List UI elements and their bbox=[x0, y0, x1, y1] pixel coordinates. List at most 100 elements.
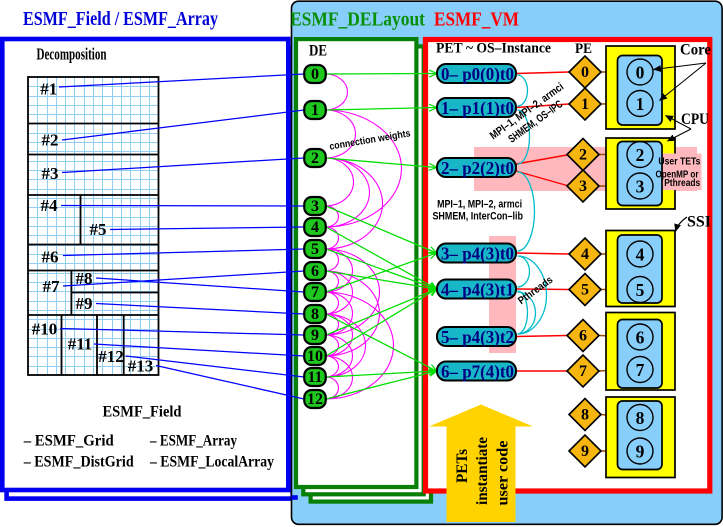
de-node-label-9: 9 bbox=[311, 327, 319, 344]
region-label-5: #5 bbox=[90, 220, 107, 239]
link-de0-to-pet0 bbox=[325, 74, 437, 75]
core-label-1: 1 bbox=[636, 94, 645, 114]
de-node-7 bbox=[303, 281, 327, 303]
link-12-to-de11 bbox=[125, 355, 305, 378]
core-label-9: 9 bbox=[636, 442, 645, 462]
de-node-label-2: 2 bbox=[311, 150, 319, 167]
pe-label-6: 6 bbox=[579, 328, 587, 345]
connection-weights-arcs bbox=[325, 73, 402, 400]
core-label-2: 2 bbox=[636, 145, 645, 165]
region-label-2: #2 bbox=[42, 131, 59, 150]
core-circle-6 bbox=[626, 323, 654, 351]
de-node-5 bbox=[303, 238, 327, 260]
pe-diamond-3 bbox=[565, 168, 601, 204]
ssi-arrow bbox=[674, 216, 688, 232]
link-3-to-de2 bbox=[61, 157, 305, 174]
link-1-to-de0 bbox=[58, 73, 305, 88]
pe-diamond-0 bbox=[567, 54, 603, 90]
cpu-arrow-2 bbox=[667, 128, 692, 142]
pet-box-5 bbox=[436, 326, 517, 347]
core-circle-7 bbox=[626, 355, 654, 384]
core-circle-8 bbox=[626, 403, 654, 432]
link-de5-to-pet4 bbox=[325, 248, 437, 289]
pe-diamond-1 bbox=[567, 86, 603, 122]
core-label-0: 0 bbox=[636, 63, 645, 83]
pe-diamond-4 bbox=[567, 236, 603, 272]
de-node-12 bbox=[303, 388, 327, 410]
de-node-2 bbox=[303, 147, 327, 169]
pet-pe-line-0 bbox=[515, 71, 570, 75]
cpu-arrow-1 bbox=[665, 115, 692, 130]
pe-label-8: 8 bbox=[581, 407, 589, 424]
link-de8-to-pet6 bbox=[325, 313, 437, 371]
title-delayout: ESMF_DELayout bbox=[290, 10, 425, 31]
link-11-to-de10 bbox=[93, 343, 305, 357]
cpu-label: CPU bbox=[681, 111, 709, 128]
core-arrow-1 bbox=[653, 62, 707, 73]
core-label-5: 5 bbox=[636, 280, 645, 300]
pet-label-6: 6– p7(4)t0 bbox=[441, 362, 514, 383]
pe-label-4: 4 bbox=[581, 246, 589, 263]
core-circle-5 bbox=[626, 275, 654, 304]
legend-localarray: – ESMF_LocalArray bbox=[149, 454, 274, 471]
de-node-label-4: 4 bbox=[311, 219, 319, 236]
pet-group-arcs bbox=[517, 74, 548, 335]
arrow-text-3: user code bbox=[495, 441, 512, 506]
pet-pe-line-2 bbox=[515, 154, 568, 165]
link-13-to-de12 bbox=[155, 364, 305, 400]
pet-header: PET ~ OS–Instance bbox=[436, 41, 551, 57]
region-label-9: #9 bbox=[76, 294, 93, 313]
decomposition-label: Decomposition bbox=[37, 45, 107, 64]
de-node-6 bbox=[303, 260, 327, 282]
de-node-label-11: 11 bbox=[307, 369, 322, 386]
region-label-1: #1 bbox=[40, 80, 57, 99]
link-de10-to-pet4 bbox=[325, 289, 437, 357]
pe-header: PE bbox=[575, 41, 592, 57]
core-box-4 bbox=[616, 400, 663, 471]
pe-label-0: 0 bbox=[581, 64, 589, 81]
core-circle-3 bbox=[626, 172, 654, 200]
region-label-6: #6 bbox=[42, 248, 59, 267]
de-node-label-0: 0 bbox=[311, 66, 319, 83]
link-de1-to-pet1 bbox=[325, 108, 437, 111]
de-node-label-8: 8 bbox=[311, 306, 319, 323]
link-2-to-de1 bbox=[61, 109, 305, 141]
region-label-8: #8 bbox=[76, 269, 93, 288]
link-9-to-de8 bbox=[95, 302, 305, 315]
user-tets-patch bbox=[659, 153, 702, 190]
core-circle-4 bbox=[626, 240, 654, 268]
de-node-4 bbox=[303, 216, 327, 238]
pets-arrow bbox=[429, 404, 533, 522]
link-10-to-de9 bbox=[59, 327, 305, 336]
pe-diamond-7 bbox=[565, 353, 601, 389]
core-circle-0 bbox=[626, 58, 654, 86]
arrow-text-1: PETs bbox=[454, 449, 471, 483]
pet-pe-line-5 bbox=[515, 288, 570, 291]
de-node-label-10: 10 bbox=[307, 348, 323, 365]
de-node-label-1: 1 bbox=[311, 102, 319, 119]
de-node-label-3: 3 bbox=[311, 198, 319, 215]
core-label-7: 7 bbox=[636, 360, 645, 380]
legend-grid: – ESMF_Grid bbox=[23, 433, 114, 450]
core-box-3 bbox=[616, 318, 663, 389]
link-de6-to-pet4 bbox=[325, 270, 437, 289]
title-field-array: ESMF_Field / ESMF_Array bbox=[23, 9, 218, 30]
pet-label-4: 4– p4(3)t1 bbox=[441, 280, 514, 301]
pe-label-2: 2 bbox=[579, 147, 587, 164]
pe-label-5: 5 bbox=[581, 282, 589, 299]
core-circle-2 bbox=[626, 140, 654, 169]
ssi-label: SSI bbox=[687, 214, 711, 231]
de-node-0 bbox=[303, 63, 327, 85]
core-label-6: 6 bbox=[636, 328, 645, 348]
link-de2-to-pet2 bbox=[325, 157, 437, 168]
de-node-9 bbox=[303, 324, 327, 346]
link-de3-to-pet3 bbox=[325, 205, 437, 253]
region-label-11: #11 bbox=[68, 335, 93, 354]
de-header: DE bbox=[309, 43, 327, 60]
pe-label-3: 3 bbox=[579, 178, 587, 195]
link-6-to-de5 bbox=[62, 248, 305, 257]
pet-pe-line-4 bbox=[515, 252, 570, 255]
de-node-label-7: 7 bbox=[311, 284, 319, 301]
decomposition-grid-partitions bbox=[28, 122, 159, 375]
